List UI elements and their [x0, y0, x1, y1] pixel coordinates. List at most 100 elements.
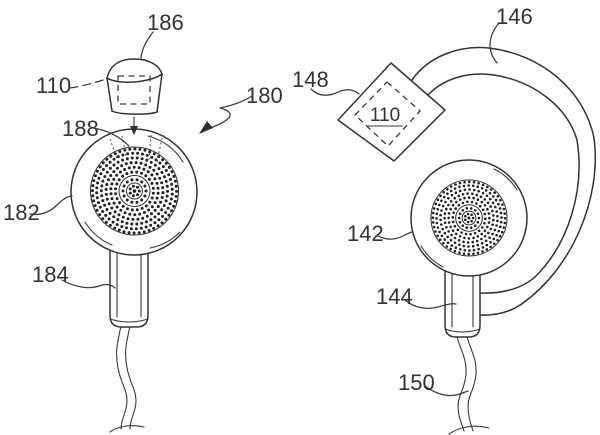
- grille-dot: [116, 218, 120, 222]
- grille-dot: [116, 155, 120, 159]
- grille-dot: [133, 213, 137, 217]
- grille-dot: [96, 169, 99, 173]
- grille-dot: [500, 216, 503, 219]
- grille-dot: [493, 191, 497, 194]
- grille-dot: [467, 245, 470, 248]
- grille-dot: [449, 247, 453, 251]
- grille-dot: [126, 207, 129, 211]
- grille-dot: [149, 160, 153, 164]
- grille-dot: [144, 220, 148, 224]
- grille-dot: [135, 222, 139, 226]
- grille-dot: [477, 229, 481, 233]
- grille-dot: [432, 207, 436, 210]
- grille-dot: [485, 248, 489, 251]
- grille-dot: [137, 189, 141, 193]
- grille-dot: [453, 224, 457, 228]
- grille-dot: [125, 221, 129, 225]
- grille-ring-line: [126, 182, 143, 200]
- right-cable-break-mark: [448, 425, 490, 435]
- grille-dot: [434, 202, 438, 206]
- grille-dot: [477, 181, 480, 185]
- grille-dot: [170, 182, 174, 186]
- grille-dot: [473, 209, 477, 212]
- grille-dot: [159, 200, 163, 204]
- ear-hook-outer-edge: [411, 46, 596, 316]
- grille-dot: [447, 216, 450, 220]
- grille-dot: [128, 187, 132, 191]
- grille-dot: [481, 226, 484, 229]
- grille-dot: [156, 205, 160, 208]
- grille-dot: [468, 180, 471, 184]
- grille-dot: [112, 201, 116, 205]
- grille-dot: [495, 210, 499, 213]
- grille-dot: [487, 231, 490, 235]
- ear-tip-dome: [106, 58, 163, 79]
- grille-dot: [105, 164, 108, 168]
- grille-dot: [144, 174, 148, 178]
- grille-dot: [148, 165, 152, 169]
- grille-dot: [150, 205, 154, 209]
- grille-dot: [470, 200, 474, 204]
- grille-dot: [144, 163, 148, 167]
- grille-dot: [170, 209, 173, 213]
- grille-dot: [443, 221, 447, 225]
- grille-dot: [118, 170, 122, 174]
- grille-dot: [105, 170, 109, 174]
- grille-dot: [496, 219, 499, 223]
- grille-dot: [101, 161, 105, 165]
- grille-dot: [496, 238, 499, 242]
- grille-dot: [494, 205, 497, 209]
- grille-dot: [100, 184, 104, 188]
- grille-dot: [167, 213, 171, 217]
- grille-dot: [440, 234, 444, 238]
- grille-dot: [174, 184, 178, 188]
- grille-dot: [105, 197, 109, 201]
- grille-dot: [443, 231, 447, 235]
- grille-dot: [432, 225, 436, 229]
- grille-dot: [449, 238, 453, 242]
- grille-dot: [447, 203, 450, 207]
- label-146: 146: [496, 4, 533, 29]
- leader-line-182: [29, 195, 73, 216]
- grille-dot: [495, 224, 498, 227]
- grille-dot: [439, 194, 442, 198]
- grille-dot: [446, 241, 450, 245]
- grille-dot: [436, 226, 440, 229]
- grille-dot: [470, 213, 473, 217]
- grille-dot: [464, 232, 468, 236]
- grille-dot: [153, 177, 157, 181]
- removable-ear-tip: [106, 58, 163, 115]
- left-speaker-grille: [89, 146, 180, 236]
- grille-dot: [146, 170, 150, 174]
- grille-dot: [484, 239, 488, 243]
- grille-dot: [478, 204, 482, 208]
- grille-dot: [101, 168, 105, 171]
- grille-dot: [155, 181, 159, 185]
- grille-dot: [112, 177, 116, 181]
- grille-dot: [130, 208, 134, 212]
- grille-dot: [124, 162, 128, 166]
- grille-dot: [121, 189, 125, 193]
- grille-dot: [92, 199, 96, 203]
- grille-dot: [458, 235, 462, 238]
- grille-dot: [150, 181, 154, 185]
- grille-dot: [120, 164, 124, 168]
- grille-dot: [158, 161, 162, 165]
- grille-dot: [473, 224, 477, 227]
- grille-dot: [441, 227, 445, 231]
- grille-dot: [454, 183, 457, 186]
- grille-dot: [457, 216, 461, 220]
- grille-dot: [466, 192, 469, 195]
- grille-dot: [93, 174, 97, 178]
- assembly-arrow-squiggle: [207, 95, 253, 130]
- grille-dot: [161, 186, 165, 190]
- grille-dot: [495, 233, 498, 237]
- grille-dot: [487, 212, 491, 215]
- grille-dot: [492, 237, 496, 241]
- grille-dot: [140, 157, 144, 161]
- grille-dot: [485, 243, 489, 247]
- grille-dot: [491, 232, 494, 236]
- grille-dot: [151, 186, 155, 190]
- leader-line-110-left: [69, 78, 107, 89]
- grille-dot: [157, 218, 161, 222]
